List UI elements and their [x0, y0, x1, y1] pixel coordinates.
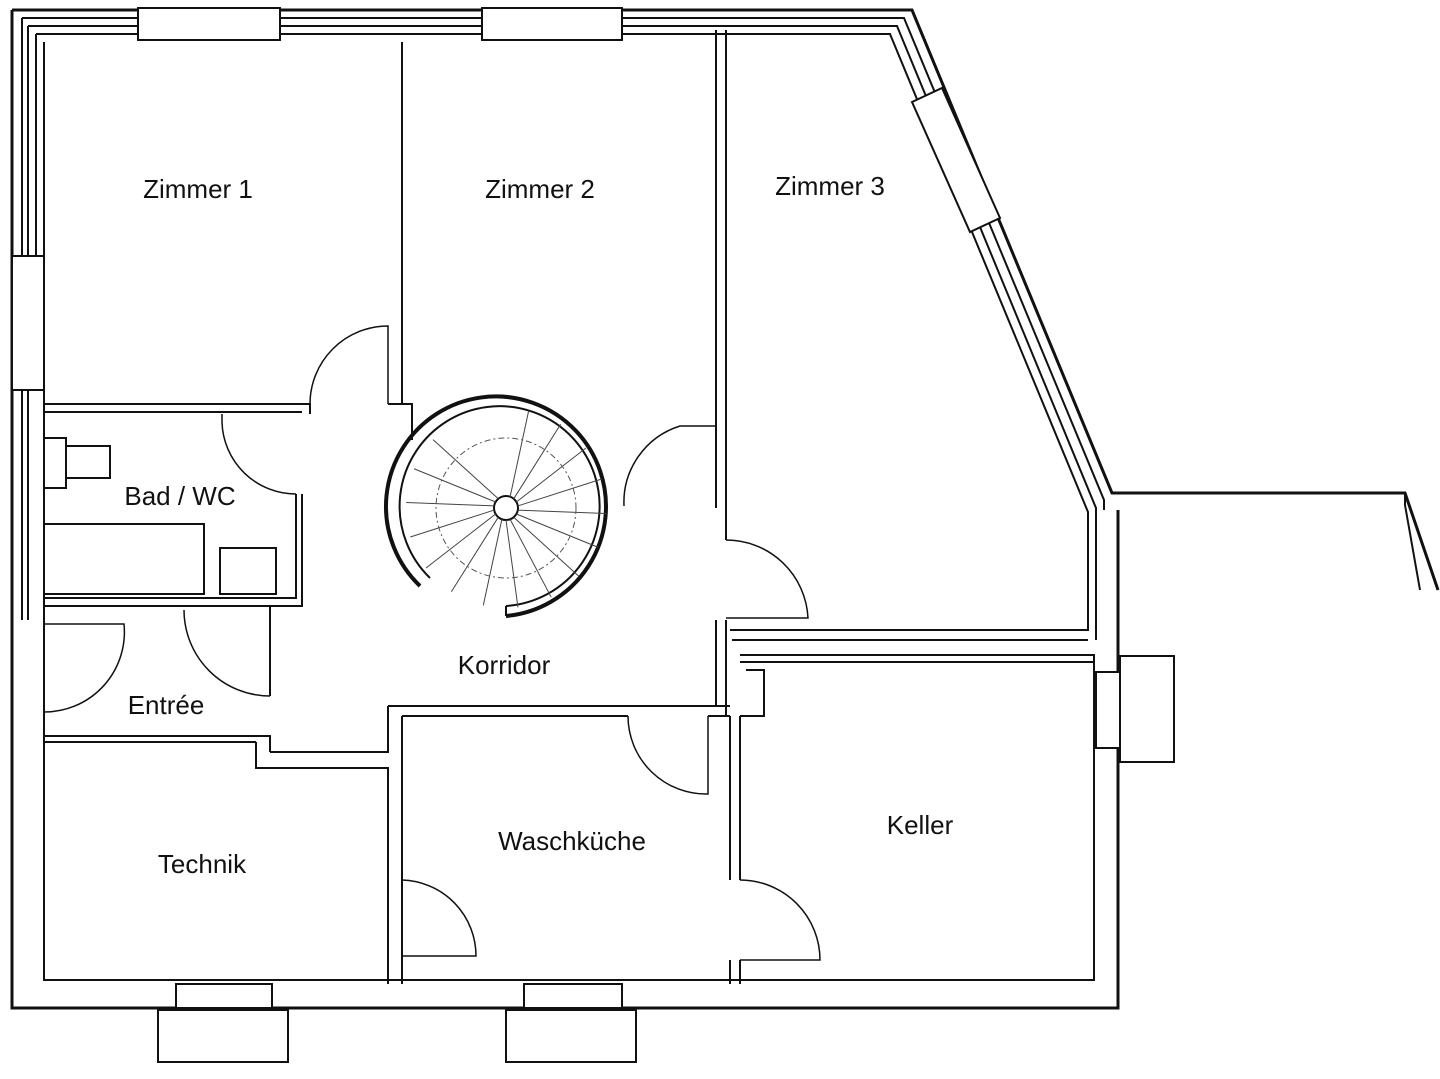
stair-tread	[513, 516, 580, 577]
room-label-zimmer2: Zimmer 2	[485, 174, 595, 204]
stair-tread	[513, 423, 562, 500]
window-well-2	[505, 1009, 637, 1063]
window-diagonal	[910, 86, 1002, 234]
room-label-zimmer3: Zimmer 3	[775, 171, 885, 201]
stair-tread	[406, 502, 495, 507]
window-well-1	[157, 1009, 289, 1063]
stair-tread	[425, 513, 496, 569]
room-label-keller: Keller	[887, 810, 954, 840]
stair-tread	[450, 516, 499, 593]
room-label-technik: Technik	[158, 849, 247, 879]
door-waschkueche-top	[627, 715, 709, 795]
room-label-korridor: Korridor	[458, 650, 551, 680]
stair-tread	[482, 519, 503, 606]
stair-tread	[516, 447, 587, 503]
door-zimmer2	[623, 425, 716, 507]
bath-fixture-small	[43, 437, 67, 489]
spiral-staircase	[384, 394, 608, 618]
door-entree-outer	[43, 623, 126, 713]
room-label-bad: Bad / WC	[124, 481, 235, 511]
window-well-right	[1119, 655, 1175, 763]
stair-tread	[432, 439, 499, 500]
bathtub-icon	[43, 523, 205, 595]
stair-tread	[517, 478, 602, 507]
window-right	[1095, 671, 1121, 749]
stair-tread	[410, 509, 495, 538]
door-zimmer1	[309, 325, 389, 405]
stair-tread	[509, 410, 530, 497]
door-zimmer3	[725, 539, 809, 619]
room-labels: Zimmer 1 Zimmer 2 Zimmer 3 Bad / WC Entr…	[124, 171, 953, 879]
door-keller	[739, 879, 821, 961]
stair-tread	[517, 509, 606, 514]
windows	[11, 7, 1175, 1063]
stair-tread	[509, 519, 552, 598]
room-label-waschkueche: Waschküche	[498, 826, 646, 856]
toilet-icon	[65, 445, 111, 479]
window-bottom-2	[523, 983, 623, 1009]
window-top-1	[137, 7, 281, 41]
room-label-entree: Entrée	[128, 690, 205, 720]
door-bad	[221, 414, 297, 495]
room-label-zimmer1: Zimmer 1	[143, 174, 253, 204]
window-bottom-1	[175, 983, 273, 1009]
stair-tread	[505, 519, 519, 608]
doors	[43, 325, 821, 961]
window-left	[11, 255, 45, 391]
interior-walls	[43, 30, 1094, 984]
stair-tread	[413, 468, 496, 503]
sink-icon	[219, 547, 277, 595]
window-top-2	[481, 7, 623, 41]
stair-tread	[516, 513, 599, 548]
door-waschkueche-technik	[401, 879, 477, 957]
door-entree-inner	[183, 609, 271, 697]
